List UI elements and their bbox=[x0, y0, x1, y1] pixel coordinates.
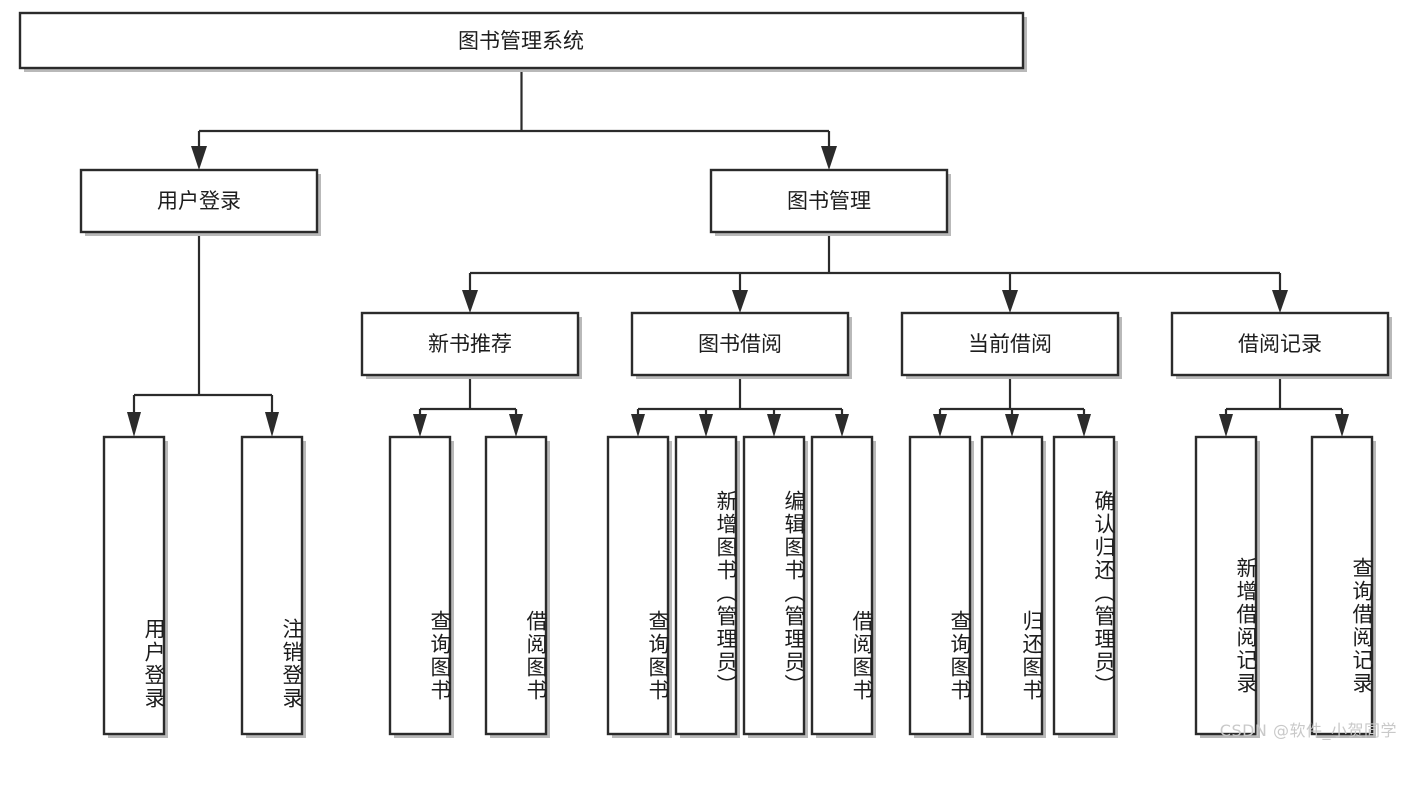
node-user-login-label: 用户登录 bbox=[157, 189, 241, 213]
node-book-borrow-label: 图书借阅 bbox=[698, 332, 782, 356]
node-borrow-record-rect bbox=[1170, 311, 1390, 377]
arrow-head-leaf-query-record bbox=[1335, 414, 1349, 437]
arrow-head-book-borrow bbox=[732, 290, 748, 313]
hierarchy-tree-svg: 图书管理系统 用户登录 图书管理 新书推荐 图书借阅 当前借阅 bbox=[18, 11, 1392, 738]
arrow-head-current-borrow bbox=[1002, 290, 1018, 313]
node-book-borrow-rect bbox=[630, 311, 850, 377]
arrow-head-leaf-query-book-2 bbox=[631, 414, 645, 437]
arrow-head-user-login bbox=[191, 146, 207, 170]
leaf-return-book-rect[interactable] bbox=[980, 435, 1044, 736]
node-root-label: 图书管理系统 bbox=[458, 29, 584, 53]
node-book-manage[interactable]: 图书管理 bbox=[709, 168, 951, 236]
arrow-head-leaf-query-book-3 bbox=[933, 414, 947, 437]
node-current-borrow-rect bbox=[900, 311, 1120, 377]
arrow-head-leaf-borrow-book-2 bbox=[835, 414, 849, 437]
arrow-head-leaf-edit-book bbox=[767, 414, 781, 437]
connector-group-user-login bbox=[127, 232, 279, 437]
node-root[interactable]: 图书管理系统 bbox=[18, 11, 1027, 72]
leaf-borrow-book-1-rect[interactable] bbox=[484, 435, 548, 736]
diagram-canvas: 图书管理系统 用户登录 图书管理 新书推荐 图书借阅 当前借阅 bbox=[18, 11, 1397, 740]
leaf-edit-book-rect[interactable] bbox=[742, 435, 806, 736]
connector-group-current-borrow bbox=[933, 375, 1091, 437]
arrow-head-leaf-confirm-return bbox=[1077, 414, 1091, 437]
node-root-rect bbox=[18, 11, 1025, 70]
arrow-head-borrow-record bbox=[1272, 290, 1288, 313]
connector-group-borrow-record bbox=[1219, 375, 1349, 437]
node-new-book-recommend-rect bbox=[360, 311, 580, 377]
leaf-user-login-rect[interactable] bbox=[102, 435, 166, 736]
csdn-watermark: CSDN @软件_小贺同学 bbox=[1219, 721, 1397, 740]
leaf-borrow-book-2-rect[interactable] bbox=[810, 435, 874, 736]
node-new-book-recommend-label: 新书推荐 bbox=[428, 332, 512, 356]
leaf-query-record-rect[interactable] bbox=[1310, 435, 1374, 736]
arrow-head-new-book-recommend bbox=[462, 290, 478, 313]
leaf-query-book-3-rect[interactable] bbox=[908, 435, 972, 736]
node-current-borrow[interactable]: 当前借阅 bbox=[900, 311, 1122, 379]
connector-group-book-manage bbox=[462, 232, 1288, 313]
node-borrow-record-label: 借阅记录 bbox=[1238, 332, 1322, 356]
arrow-head-leaf-add-record bbox=[1219, 414, 1233, 437]
leaf-add-book-rect[interactable] bbox=[674, 435, 738, 736]
node-book-borrow[interactable]: 图书借阅 bbox=[630, 311, 852, 379]
node-book-manage-rect bbox=[709, 168, 949, 234]
connector-group-book-borrow bbox=[631, 375, 849, 437]
leaf-query-book-1-rect[interactable] bbox=[388, 435, 452, 736]
leaf-add-record-rect[interactable] bbox=[1194, 435, 1258, 736]
leaf-boxes-group bbox=[102, 435, 1376, 738]
leaf-query-book-2-rect[interactable] bbox=[606, 435, 670, 736]
arrow-head-leaf-return-book bbox=[1005, 414, 1019, 437]
arrow-head-leaf-borrow-book-1 bbox=[509, 414, 523, 437]
leaf-confirm-return-rect[interactable] bbox=[1052, 435, 1116, 736]
node-current-borrow-label: 当前借阅 bbox=[968, 332, 1052, 356]
node-user-login[interactable]: 用户登录 bbox=[79, 168, 321, 236]
arrow-head-leaf-logout bbox=[265, 412, 279, 437]
arrow-head-leaf-user-login bbox=[127, 412, 141, 437]
node-new-book-recommend[interactable]: 新书推荐 bbox=[360, 311, 582, 379]
leaf-logout-rect[interactable] bbox=[240, 435, 304, 736]
node-book-manage-label: 图书管理 bbox=[787, 189, 871, 213]
arrow-head-book-manage bbox=[821, 146, 837, 170]
arrow-head-leaf-query-book-1 bbox=[413, 414, 427, 437]
node-borrow-record[interactable]: 借阅记录 bbox=[1170, 311, 1392, 379]
arrow-head-leaf-add-book bbox=[699, 414, 713, 437]
connector-group-root bbox=[191, 68, 837, 170]
node-user-login-rect bbox=[79, 168, 319, 234]
connector-group-new-book-recommend bbox=[413, 375, 523, 437]
